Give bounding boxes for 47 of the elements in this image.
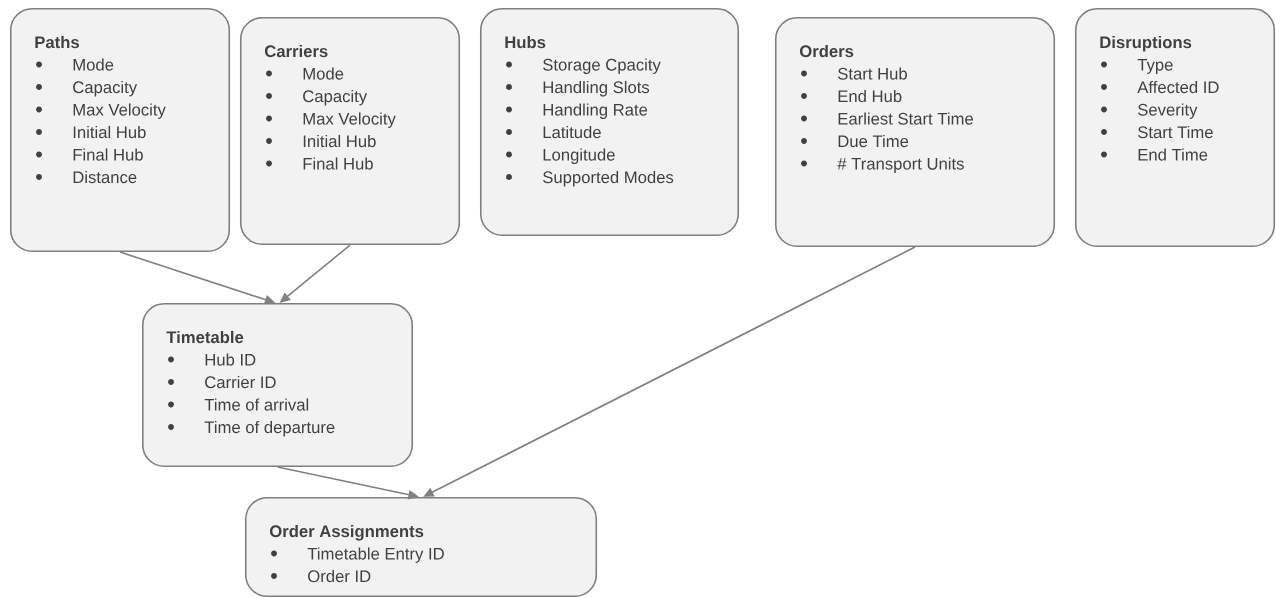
heading: Carriers <box>264 44 328 58</box>
list-item: Final Hub <box>73 148 143 161</box>
list-item: Time of arrival <box>204 398 309 411</box>
list-item: Mode <box>303 67 344 80</box>
list-item: Carrier ID <box>205 375 276 389</box>
list-item: Order ID <box>308 569 371 583</box>
list-item: # Transport Units <box>837 157 964 173</box>
list-item: Initial Hub <box>73 125 146 139</box>
heading: Order Assignments <box>269 524 424 541</box>
list-item: Hub ID <box>205 353 256 366</box>
entity-box <box>1074 7 1276 248</box>
entity-box <box>479 7 740 237</box>
list-item: End Hub <box>838 89 902 103</box>
list-item: Supported Modes <box>543 170 674 187</box>
list-item: Affected ID <box>1137 80 1219 94</box>
list-item: Timetable Entry ID <box>307 547 444 563</box>
entity-box <box>9 7 231 253</box>
list-item: End Time <box>1138 148 1208 161</box>
list-item: Handling Slots <box>543 80 650 97</box>
list-item: Handling Rate <box>543 103 648 119</box>
list-item: Earliest Start Time <box>838 112 973 125</box>
list-item: Storage Cpacity <box>543 58 661 74</box>
heading: Disruptions <box>1100 35 1192 52</box>
entity-box <box>774 16 1056 248</box>
list-item: Type <box>1137 59 1173 74</box>
list-item: Distance <box>73 170 137 184</box>
list-item: Start Hub <box>838 67 907 80</box>
list-item: Longitude <box>543 148 615 164</box>
list-item: Start Time <box>1138 125 1213 139</box>
entity-box <box>244 496 598 598</box>
list-item: Capacity <box>73 80 138 97</box>
list-item: Mode <box>73 58 114 71</box>
entity-box <box>239 16 461 246</box>
heading: Hubs <box>505 35 546 49</box>
heading: Orders <box>799 44 854 58</box>
list-item: Max Velocity <box>303 112 396 128</box>
list-item: Initial Hub <box>303 134 376 148</box>
list-item: Latitude <box>543 125 601 139</box>
list-item: Final Hub <box>303 157 373 170</box>
list-item: Max Velocity <box>73 103 166 119</box>
heading: Timetable <box>166 330 244 344</box>
entity-box <box>142 302 414 468</box>
list-item: Capacity <box>303 89 368 106</box>
heading: Paths <box>35 35 79 49</box>
list-item: Due Time <box>838 134 909 148</box>
list-item: Time of departure <box>204 420 335 437</box>
list-item: Severity <box>1138 103 1198 119</box>
